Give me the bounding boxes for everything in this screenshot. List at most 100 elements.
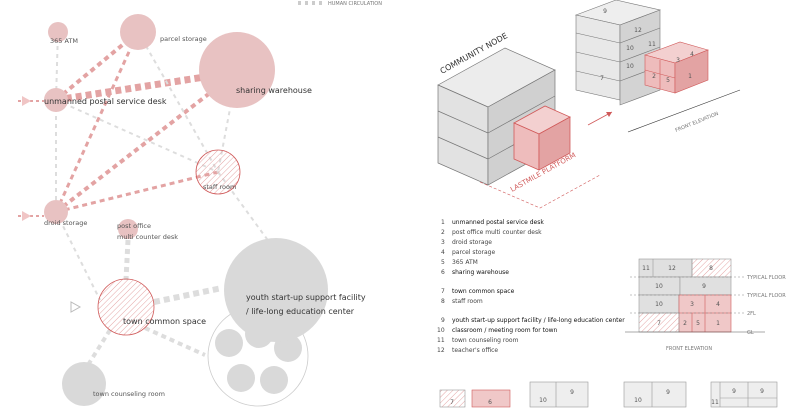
program-number: 2 bbox=[441, 229, 445, 236]
program-item: town common space bbox=[452, 288, 515, 295]
svg-text:2FL: 2FL bbox=[747, 311, 756, 317]
svg-text:youth start-up support facilit: youth start-up support facility bbox=[246, 293, 366, 302]
svg-text:10: 10 bbox=[634, 397, 642, 404]
svg-text:7: 7 bbox=[600, 75, 604, 82]
program-number: 12 bbox=[437, 347, 445, 354]
svg-text:droid storage: droid storage bbox=[44, 219, 87, 227]
front-elevation bbox=[625, 258, 765, 333]
legend-label: HUMAN CIRCULATION bbox=[328, 1, 382, 7]
program-number: 4 bbox=[441, 249, 445, 256]
program-item: teacher's office bbox=[452, 347, 498, 354]
program-number: 7 bbox=[441, 288, 445, 295]
entry-arrow-icon bbox=[70, 301, 82, 313]
program-number: 3 bbox=[441, 239, 445, 246]
program-legend-list: 1 unmanned postal service desk 2 post offic… bbox=[437, 219, 625, 354]
program-item: parcel storage bbox=[452, 249, 495, 256]
bubble-atm: 365 ATM bbox=[48, 22, 78, 45]
svg-text:TYPICAL FLOOR: TYPICAL FLOOR bbox=[746, 275, 786, 281]
svg-text:TYPICAL FLOOR: TYPICAL FLOOR bbox=[746, 293, 786, 299]
svg-text:9: 9 bbox=[570, 389, 574, 396]
svg-text:multi counter desk: multi counter desk bbox=[117, 233, 178, 241]
svg-text:9: 9 bbox=[732, 388, 736, 395]
circulation-legend: HUMAN CIRCULATION bbox=[298, 1, 382, 7]
svg-text:3: 3 bbox=[676, 57, 680, 64]
svg-text:9: 9 bbox=[702, 283, 706, 290]
program-number: 8 bbox=[441, 298, 445, 305]
program-number: 6 bbox=[441, 269, 445, 276]
svg-text:10: 10 bbox=[626, 45, 634, 52]
svg-text:/ life-long education center: / life-long education center bbox=[246, 307, 355, 316]
svg-text:9: 9 bbox=[666, 389, 670, 396]
elevation-line bbox=[627, 89, 741, 133]
svg-text:2: 2 bbox=[652, 73, 656, 80]
axon-stack bbox=[574, 0, 709, 106]
svg-text:1: 1 bbox=[688, 73, 692, 80]
svg-text:unmanned postal service desk: unmanned postal service desk bbox=[44, 97, 167, 106]
arrow-head-icon bbox=[606, 112, 612, 117]
platform-outline bbox=[479, 174, 601, 209]
floor-plans bbox=[439, 381, 778, 408]
svg-text:10: 10 bbox=[655, 301, 663, 308]
program-number: 9 bbox=[441, 317, 445, 324]
svg-text:GL: GL bbox=[747, 330, 754, 336]
bubble-youth-facility: youth start-up support facility / life-l… bbox=[224, 238, 366, 342]
svg-text:11: 11 bbox=[642, 265, 650, 272]
elevation-cells: 11 12 8 10 9 10 3 4 7 2 5 1 bbox=[642, 265, 720, 327]
svg-text:9: 9 bbox=[760, 388, 764, 395]
bubble-town-common-space: town common space bbox=[97, 278, 206, 336]
program-item: post office multi counter desk bbox=[452, 229, 542, 236]
svg-text:9: 9 bbox=[603, 8, 607, 15]
svg-text:town common space: town common space bbox=[123, 317, 206, 326]
bubble-parcel-storage: parcel storage bbox=[120, 14, 207, 50]
svg-text:5: 5 bbox=[666, 77, 670, 84]
svg-text:staff room: staff room bbox=[203, 183, 236, 191]
svg-text:11: 11 bbox=[648, 41, 656, 48]
program-item: sharing warehouse bbox=[452, 269, 509, 276]
svg-text:10: 10 bbox=[655, 283, 663, 290]
svg-text:2: 2 bbox=[683, 320, 687, 327]
bubble-droid-storage: droid storage bbox=[44, 200, 87, 227]
program-number: 10 bbox=[437, 327, 445, 334]
svg-text:post office: post office bbox=[117, 222, 151, 230]
program-item: unmanned postal service desk bbox=[452, 219, 544, 226]
svg-text:3: 3 bbox=[690, 301, 694, 308]
svg-text:6: 6 bbox=[488, 399, 492, 406]
entry-arrow-icon bbox=[22, 211, 31, 221]
bubble-post-office: post office multi counter desk bbox=[117, 219, 178, 241]
svg-text:town counseling room: town counseling room bbox=[93, 390, 165, 398]
program-item: classroom / meeting room for town bbox=[452, 327, 558, 334]
bubble-sharing-warehouse: sharing warehouse bbox=[199, 32, 312, 108]
bubble-staff-room: staff room bbox=[195, 149, 241, 195]
svg-text:5: 5 bbox=[696, 320, 700, 327]
svg-text:parcel storage: parcel storage bbox=[160, 35, 207, 43]
program-item: 365 ATM bbox=[452, 259, 478, 266]
program-item: youth start-up support facility / life-l… bbox=[452, 317, 625, 324]
svg-text:12: 12 bbox=[668, 265, 676, 272]
svg-text:10: 10 bbox=[539, 397, 547, 404]
entry-arrow-icon bbox=[22, 96, 31, 106]
program-number: 11 bbox=[437, 337, 445, 344]
elevation-levels: TYPICAL FLOOR TYPICAL FLOOR 2FL GL bbox=[746, 275, 786, 336]
program-number: 1 bbox=[441, 219, 445, 226]
svg-text:12: 12 bbox=[634, 27, 642, 34]
svg-text:7: 7 bbox=[657, 320, 661, 327]
program-number: 5 bbox=[441, 259, 445, 266]
program-item: staff room bbox=[452, 298, 483, 305]
svg-text:sharing warehouse: sharing warehouse bbox=[236, 86, 312, 95]
plan-numbers: 7 6 10 9 10 9 11 9 9 bbox=[450, 388, 764, 406]
svg-text:10: 10 bbox=[626, 63, 634, 70]
svg-text:1: 1 bbox=[716, 320, 720, 327]
svg-text:11: 11 bbox=[711, 399, 719, 406]
program-item: town counseling room bbox=[452, 337, 519, 344]
front-elevation-axon-label: FRONT ELEVATION bbox=[675, 111, 720, 134]
svg-text:7: 7 bbox=[450, 399, 454, 406]
bubble-postal-desk: unmanned postal service desk bbox=[44, 88, 167, 112]
axon-stack-numbers: 9 12 10 11 10 3 4 7 2 5 1 bbox=[600, 8, 694, 84]
axon-lastmile-platform bbox=[513, 105, 571, 171]
svg-text:4: 4 bbox=[690, 51, 694, 58]
svg-text:4: 4 bbox=[716, 301, 720, 308]
svg-text:8: 8 bbox=[709, 265, 713, 272]
svg-text:365 ATM: 365 ATM bbox=[50, 37, 78, 45]
bubble-counseling-room: town counseling room bbox=[62, 362, 165, 406]
